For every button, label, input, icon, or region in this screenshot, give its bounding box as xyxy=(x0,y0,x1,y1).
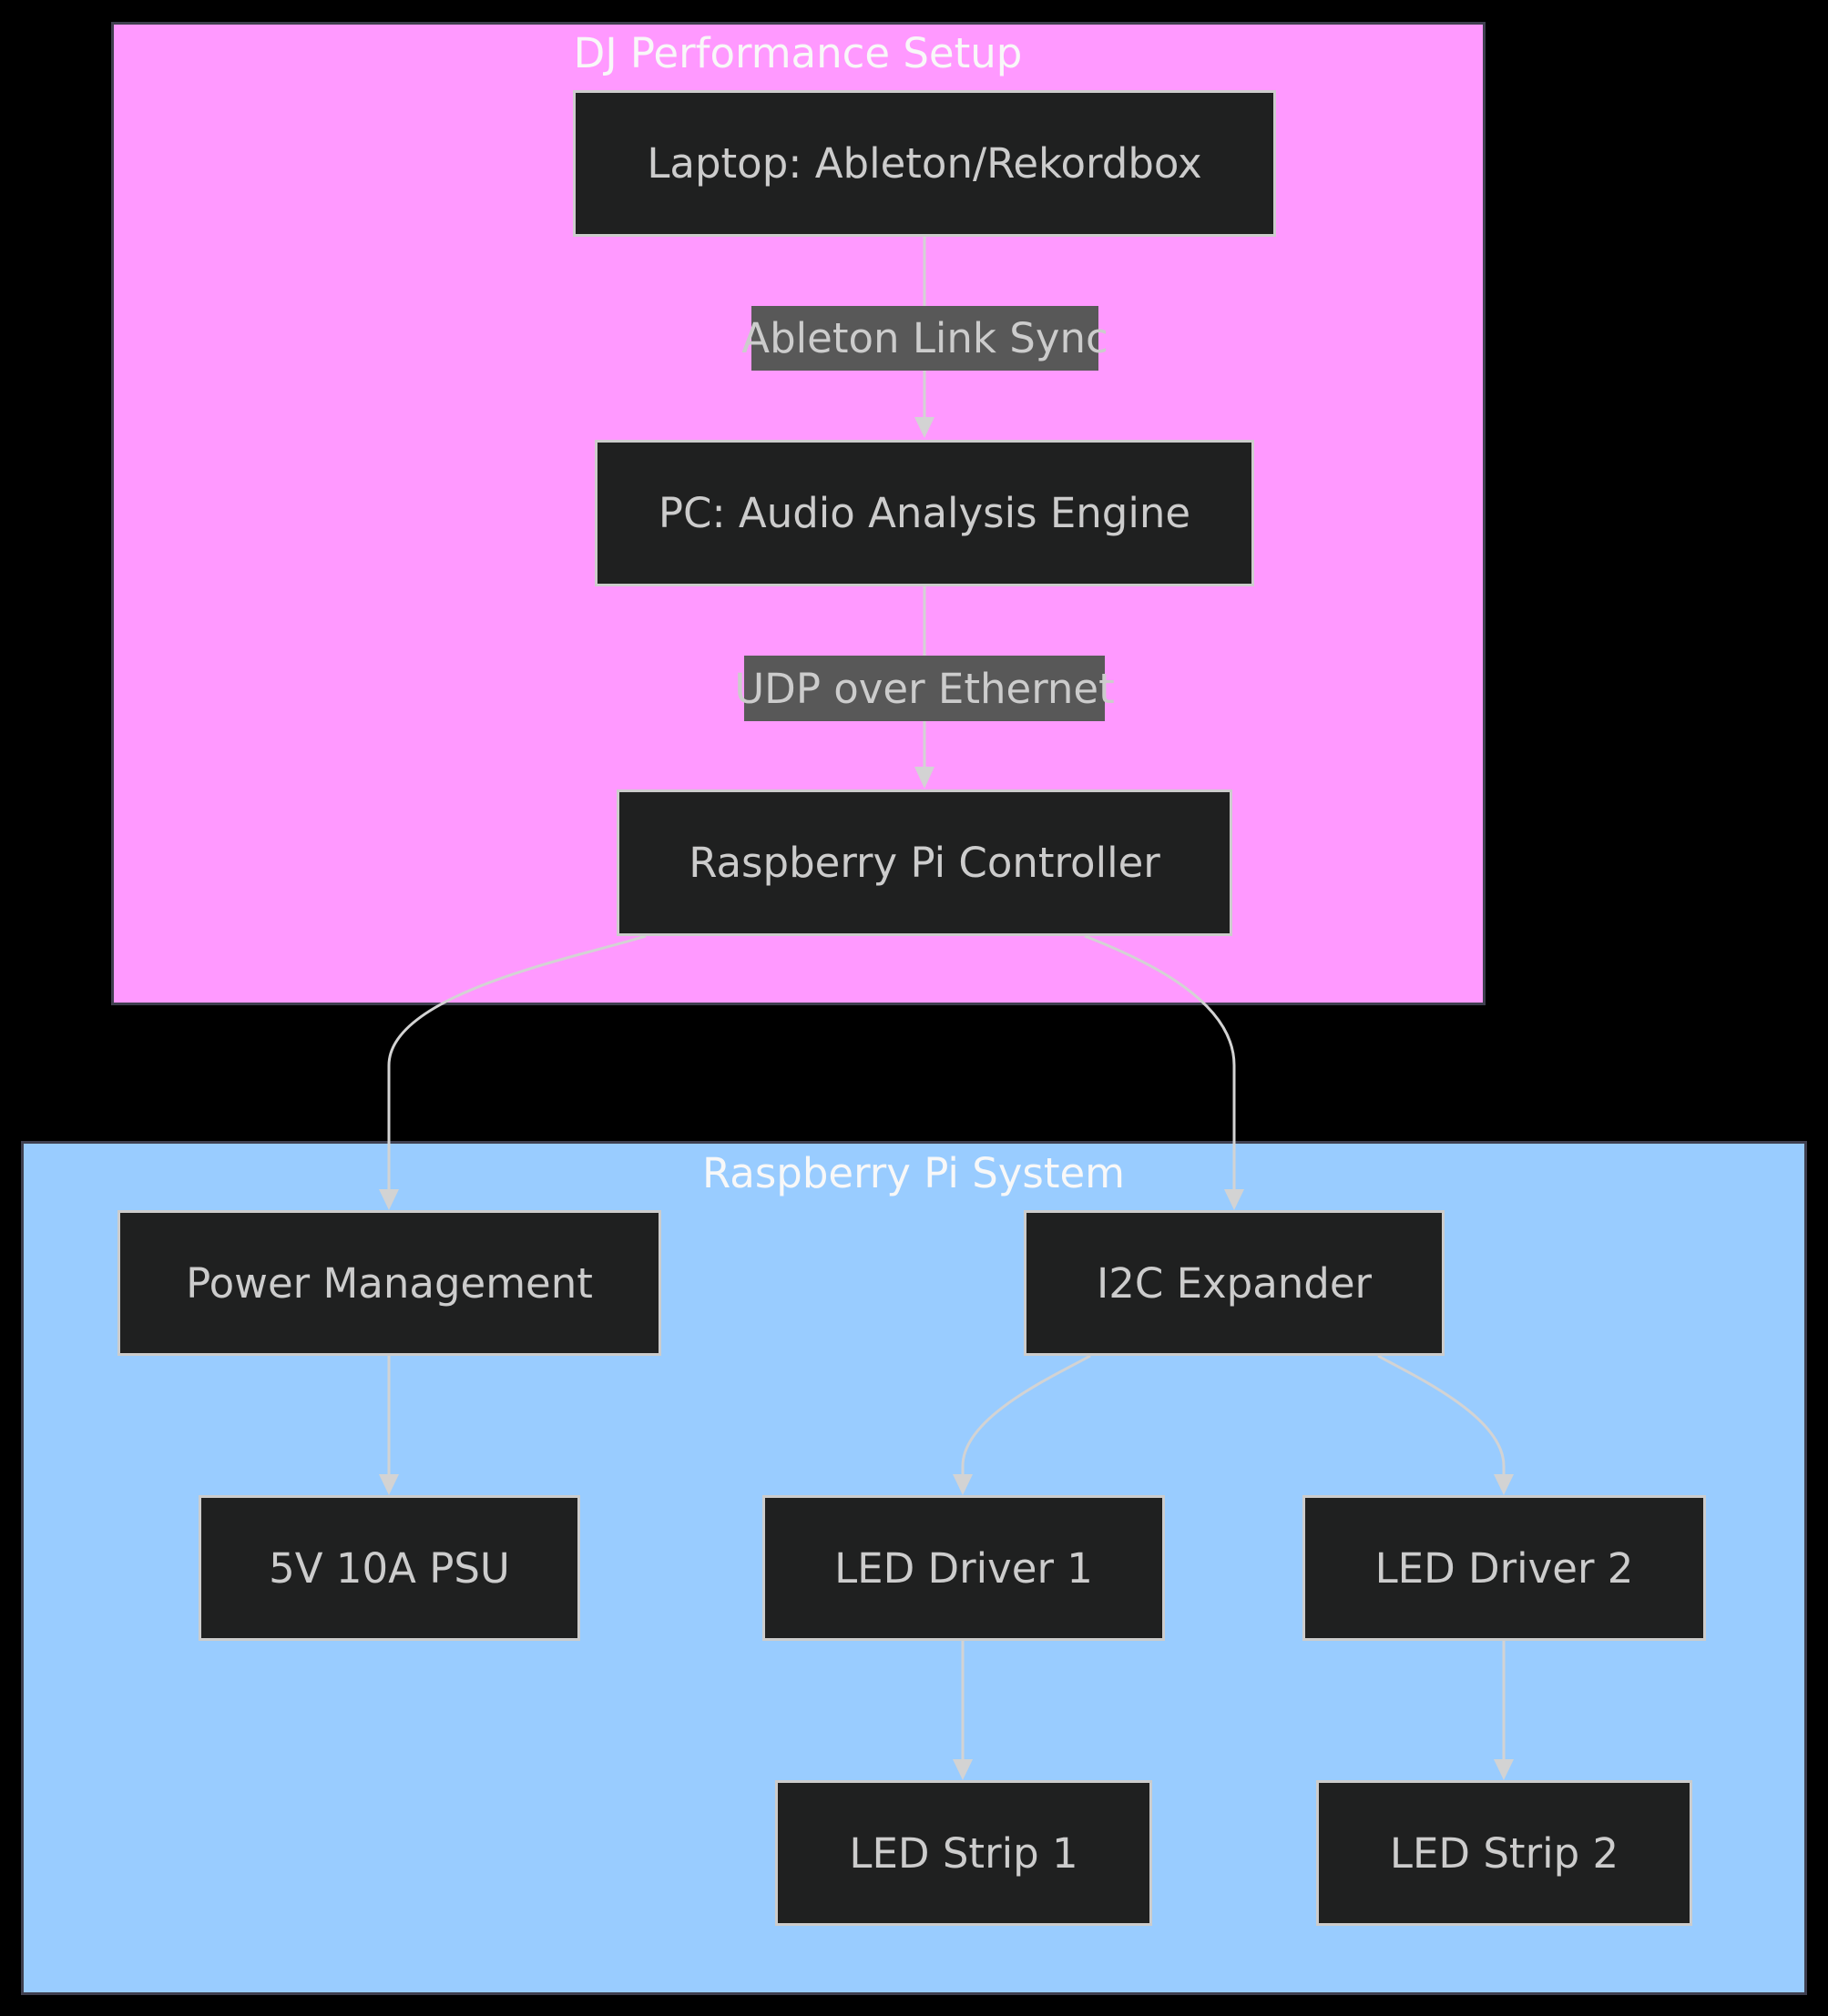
node-led-strip-1[interactable]: LED Strip 1 xyxy=(775,1780,1152,1926)
edge-label-ableton-link-sync: Ableton Link Sync xyxy=(741,306,1108,371)
cluster-title-rpi: Raspberry Pi System xyxy=(701,1149,1126,1197)
edge-rpi-controller-to-power xyxy=(387,934,647,1195)
arrowhead-pc xyxy=(914,417,934,438)
arrowhead-i2c xyxy=(1224,1189,1244,1210)
node-led-driver-2[interactable]: LED Driver 2 xyxy=(1302,1495,1706,1641)
arrowhead-led-strip-2 xyxy=(1494,1759,1514,1780)
arrowhead-psu xyxy=(379,1474,399,1495)
arrowhead-rpi-controller xyxy=(914,767,934,789)
edge-i2c-to-led-driver-1 xyxy=(961,1354,1091,1480)
node-raspberry-pi-controller[interactable]: Raspberry Pi Controller xyxy=(617,789,1232,936)
node-power-management[interactable]: Power Management xyxy=(117,1210,661,1356)
node-laptop[interactable]: Laptop: Ableton/Rekordbox xyxy=(573,90,1276,237)
node-pc-audio-analysis[interactable]: PC: Audio Analysis Engine xyxy=(595,440,1254,586)
node-led-driver-1[interactable]: LED Driver 1 xyxy=(762,1495,1165,1641)
arrowhead-led-driver-2 xyxy=(1494,1474,1514,1495)
cluster-title-dj: DJ Performance Setup xyxy=(573,29,1023,77)
arrowhead-led-strip-1 xyxy=(953,1759,973,1780)
node-i2c-expander[interactable]: I2C Expander xyxy=(1024,1210,1445,1356)
edge-label-udp-over-ethernet: UDP over Ethernet xyxy=(734,656,1115,721)
edge-rpi-controller-to-i2c xyxy=(1084,934,1236,1195)
edge-i2c-to-led-driver-2 xyxy=(1377,1354,1506,1480)
node-psu[interactable]: 5V 10A PSU xyxy=(199,1495,580,1641)
node-led-strip-2[interactable]: LED Strip 2 xyxy=(1316,1780,1692,1926)
arrowhead-power xyxy=(379,1189,399,1210)
arrowhead-led-driver-1 xyxy=(953,1474,973,1495)
